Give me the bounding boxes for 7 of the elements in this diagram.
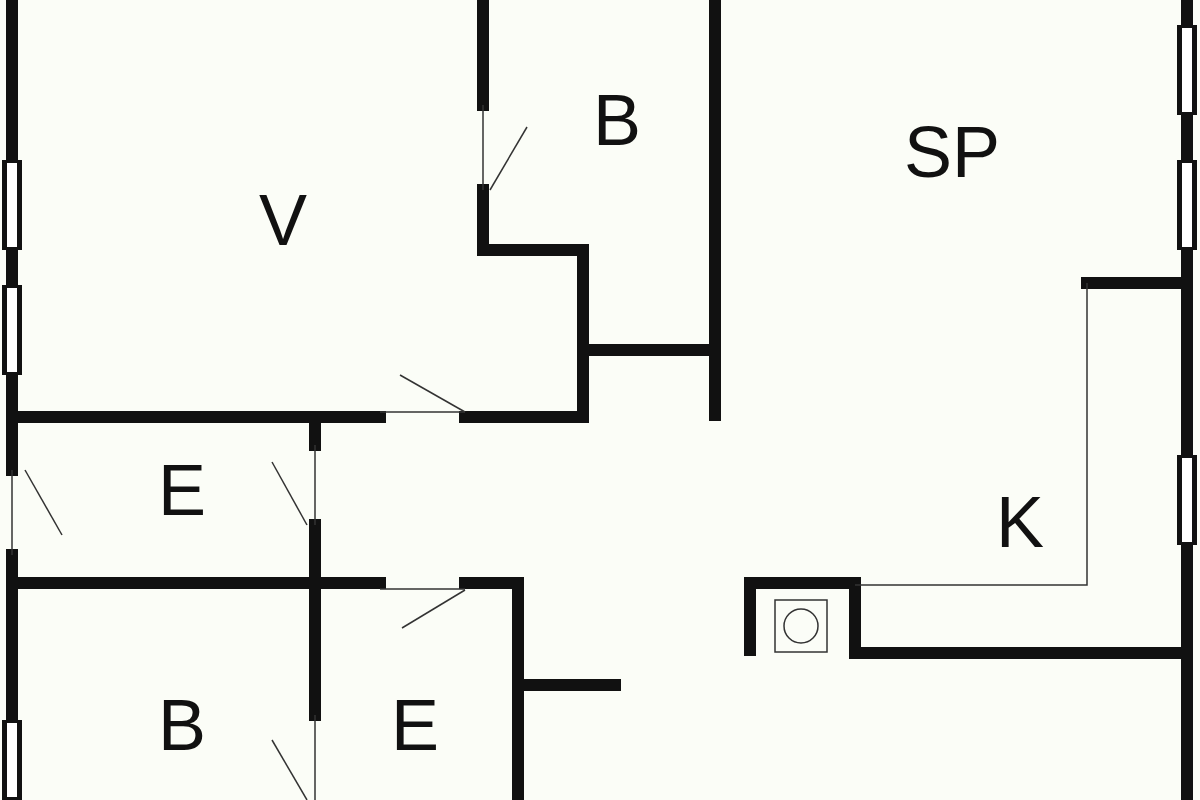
- room-label: SP: [904, 116, 1000, 188]
- room-label: E: [158, 454, 206, 526]
- room-label: E: [391, 689, 439, 761]
- room-label: B: [158, 689, 206, 761]
- room-label: V: [259, 184, 307, 256]
- room-label: B: [593, 84, 641, 156]
- room-label: K: [996, 486, 1044, 558]
